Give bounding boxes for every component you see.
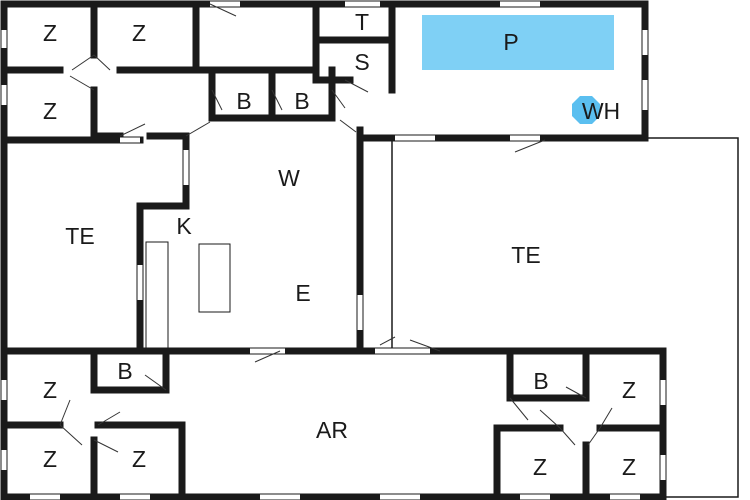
room-label-z6: Z	[132, 446, 146, 472]
room-label-b2: B	[294, 88, 309, 114]
pool	[422, 15, 614, 70]
room-label-z9: Z	[622, 454, 636, 480]
interior-walls-middle	[136, 126, 364, 355]
door-swings	[59, 3, 613, 453]
room-label-z1: Z	[43, 20, 57, 46]
room-label-k: K	[176, 213, 192, 239]
room-label-p: P	[503, 29, 518, 55]
room-label-e: E	[295, 280, 310, 306]
room-label-s: S	[354, 49, 369, 75]
room-label-z2: Z	[132, 20, 146, 46]
room-label-te-left: TE	[65, 223, 94, 249]
interior-walls-top	[0, 0, 396, 140]
kitchen-counters	[145, 241, 231, 351]
room-labels: Z Z Z T S P WH B B TE W K E TE Z B Z Z A…	[43, 9, 636, 480]
interior-walls-bottom-left	[0, 347, 186, 500]
room-label-ar: AR	[316, 417, 348, 443]
room-label-z8: Z	[533, 454, 547, 480]
terrace-outline	[391, 137, 739, 498]
room-label-te-right: TE	[511, 242, 540, 268]
hot-tub	[572, 96, 600, 124]
room-label-z4: Z	[43, 377, 57, 403]
room-label-wh: WH	[582, 98, 620, 124]
room-label-b3: B	[117, 358, 132, 384]
room-label-z5: Z	[43, 446, 57, 472]
room-label-b1: B	[236, 88, 251, 114]
room-label-z7: Z	[622, 377, 636, 403]
room-label-z3: Z	[43, 98, 57, 124]
room-label-b4: B	[533, 368, 548, 394]
room-label-w: W	[278, 165, 300, 191]
room-label-t: T	[355, 9, 369, 35]
interior-walls-bottom-right	[493, 347, 667, 500]
windows	[1, 1, 666, 500]
